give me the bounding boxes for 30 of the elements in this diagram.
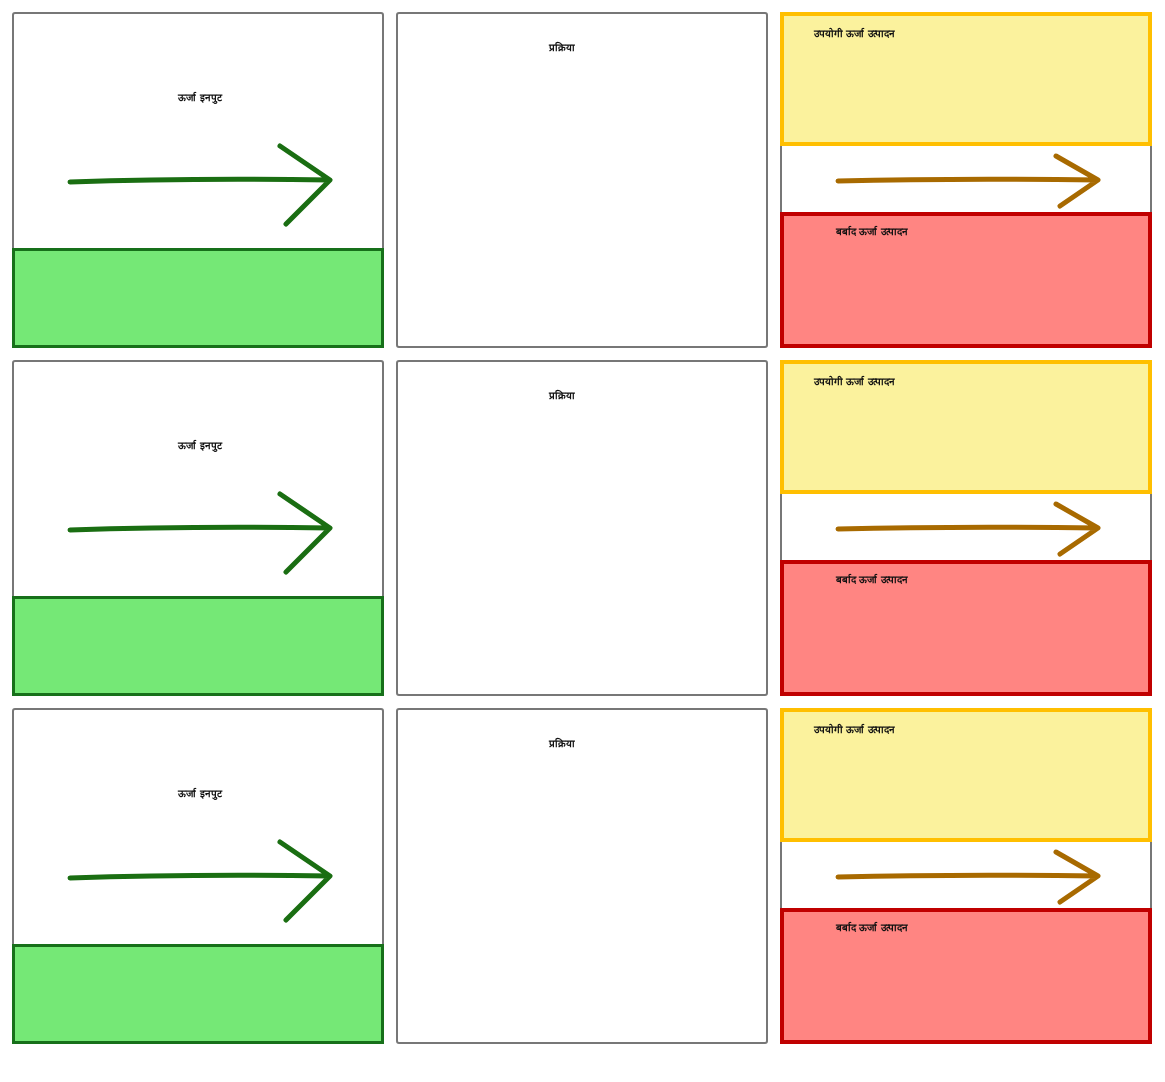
filled-block — [12, 596, 384, 696]
storyboard-panel — [780, 708, 1152, 1044]
panel-heading: ऊर्जा इनपुट — [178, 787, 222, 800]
output-box — [780, 908, 1152, 1044]
storyboard-panel — [396, 708, 768, 1044]
panel-heading: प्रक्रिया — [549, 40, 575, 54]
panel-heading: प्रक्रिया — [549, 388, 575, 402]
panel-heading: ऊर्जा इनपुट — [178, 91, 222, 104]
output-box — [780, 560, 1152, 696]
storyboard-panel — [12, 708, 384, 1044]
panel-heading: उपयोगी ऊर्जा उत्पादन — [814, 374, 895, 388]
storyboard-panel — [396, 12, 768, 348]
filled-block — [12, 248, 384, 348]
panel-heading: उपयोगी ऊर्जा उत्पादन — [814, 26, 895, 40]
panel-heading: उपयोगी ऊर्जा उत्पादन — [814, 722, 895, 736]
panel-heading: ऊर्जा इनपुट — [178, 439, 222, 452]
storyboard-panel — [12, 360, 384, 696]
filled-block — [12, 944, 384, 1044]
output-box — [780, 708, 1152, 842]
output-box — [780, 12, 1152, 146]
storyboard-panel — [780, 12, 1152, 348]
storyboard-panel — [12, 12, 384, 348]
panel-heading: बर्बाद ऊर्जा उत्पादन — [836, 225, 908, 238]
output-box — [780, 360, 1152, 494]
panel-heading: प्रक्रिया — [549, 736, 575, 750]
output-box — [780, 212, 1152, 348]
panel-heading: बर्बाद ऊर्जा उत्पादन — [836, 573, 908, 586]
panel-heading: बर्बाद ऊर्जा उत्पादन — [836, 921, 908, 934]
storyboard-panel — [396, 360, 768, 696]
storyboard-panel — [780, 360, 1152, 696]
